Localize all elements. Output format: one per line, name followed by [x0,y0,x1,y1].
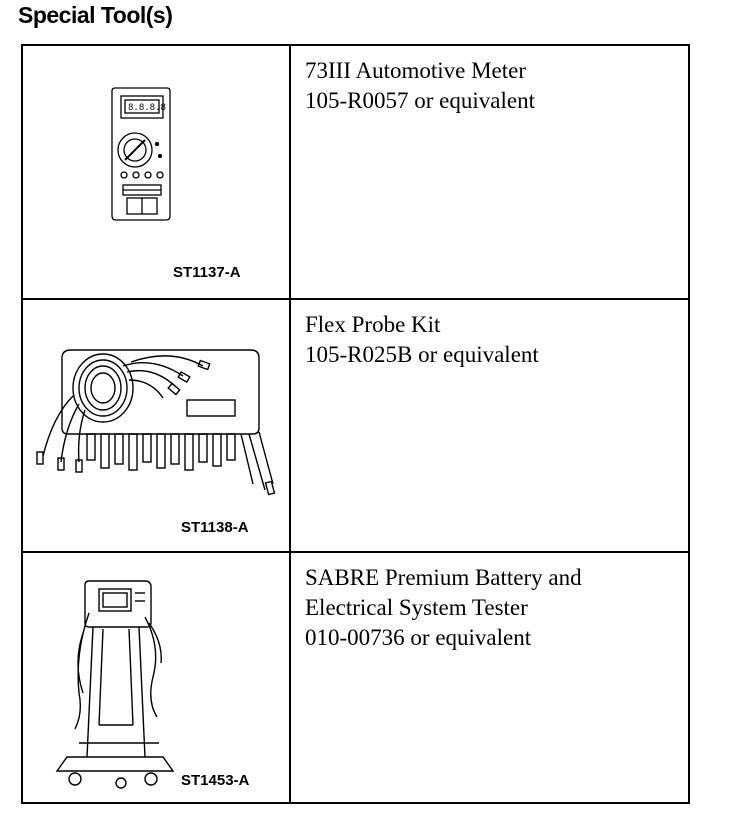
battery-tester-cart-icon [55,580,175,789]
figure-id: ST1137-A [173,264,241,281]
tool-name: 73III Automotive Meter [305,58,527,83]
multimeter-icon: 8.8.8.8 [111,87,171,221]
page-title: Special Tool(s) [18,2,173,28]
flex-probe-kit-icon [36,349,276,496]
tool-description: 73III Automotive Meter 105-R0057 or equi… [305,56,675,116]
svg-text:8.8.8.8: 8.8.8.8 [128,103,166,113]
tool-name-line-2: Electrical System Tester [305,595,528,620]
tool-image-cell: ST1453-A [23,553,291,802]
tool-part-number: 105-R0057 or equivalent [305,88,535,113]
tool-name-line-1: SABRE Premium Battery and [305,565,582,590]
figure-id: ST1138-A [181,519,249,536]
tool-description: Flex Probe Kit 105-R025B or equivalent [305,310,675,370]
figure-id: ST1453-A [181,772,250,789]
tool-image-cell: ST1138-A [23,300,291,551]
tool-image-cell: 8.8.8.8 ST1137-A [23,46,291,298]
tool-part-number: 105-R025B or equivalent [305,342,539,367]
tool-name: Flex Probe Kit [305,312,441,337]
tool-row-meter: 8.8.8.8 ST1137-A 73 [23,46,688,300]
tool-part-number: 010-00736 or equivalent [305,625,532,650]
tool-row-flex-probe: ST1138-A Flex Probe Kit 105-R025B or equ… [23,300,688,553]
tool-description: SABRE Premium Battery and Electrical Sys… [305,563,675,653]
tool-row-battery-tester: ST1453-A SABRE Premium Battery and Elect… [23,553,688,802]
special-tools-table: 8.8.8.8 ST1137-A 73 [21,44,690,804]
